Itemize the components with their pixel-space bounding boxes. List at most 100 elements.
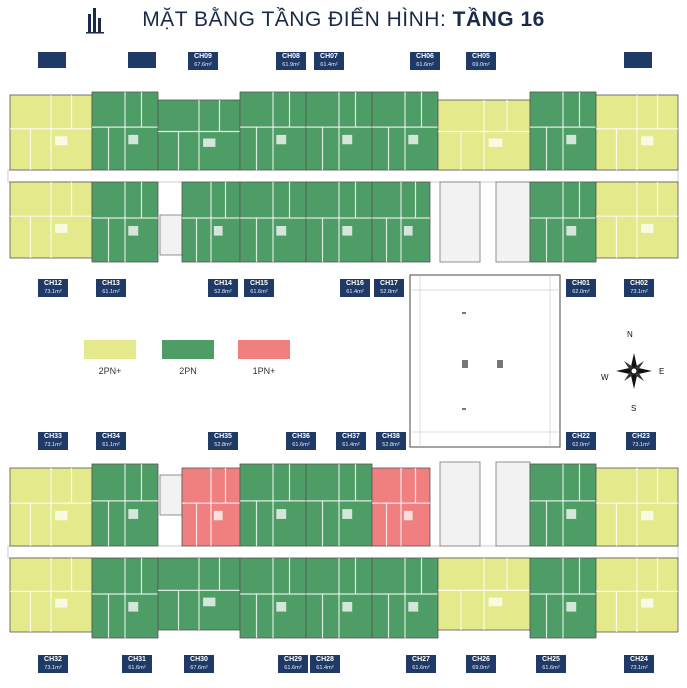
unit-ch30 <box>157 557 241 631</box>
apartment-units <box>9 91 679 639</box>
unit-label-ch34: CH34 61.1m² <box>96 432 126 450</box>
fixture <box>55 510 68 521</box>
unit-code: CH28 <box>316 656 334 663</box>
unit-area: 61.6m² <box>284 665 302 671</box>
unit-label-ch23: CH23 73.1m² <box>626 432 656 450</box>
title-main: MẶT BẰNG TẦNG ĐIỂN HÌNH: <box>142 8 447 31</box>
unit-label-ch33: CH33 73.1m² <box>38 432 68 450</box>
unit-ch31 <box>91 557 159 639</box>
unit-code: CH23 <box>632 433 650 440</box>
compass-rose-icon: N S E W <box>601 330 664 413</box>
unit-area: 73.1m² <box>44 442 62 448</box>
fixture <box>128 134 139 145</box>
central-courtyard <box>409 274 561 448</box>
fixture <box>342 602 353 612</box>
unit-area: 67.6m² <box>190 665 208 671</box>
unit-ch12 <box>9 181 93 259</box>
unit-area: 61.9m² <box>282 62 300 68</box>
unit-ch09 <box>157 99 241 171</box>
unit-ch27 <box>371 557 439 639</box>
unit-ch17 <box>371 181 431 263</box>
fixture <box>213 510 223 521</box>
fixture <box>641 598 654 608</box>
unit-code: CH37 <box>342 433 360 440</box>
unit-ch05 <box>437 99 531 171</box>
fixture <box>403 226 413 236</box>
unit-ch22 <box>529 463 597 547</box>
unit-area: 52.8m² <box>214 442 232 448</box>
unit-area: 73.1m² <box>630 665 648 671</box>
unit-code: CH12 <box>44 280 62 287</box>
fixture <box>566 602 577 612</box>
unit-ch01a <box>529 91 597 171</box>
legend-label-1pn-plus: 1PN+ <box>252 366 276 376</box>
fixture <box>342 134 353 145</box>
legend-swatch-1pn-plus <box>238 340 290 359</box>
unit-area: 61.6m² <box>542 665 560 671</box>
courtyard-markers <box>462 312 503 410</box>
unit-area: 67.6m² <box>194 62 212 68</box>
unit-ch12a <box>9 94 93 171</box>
fixture <box>488 138 503 147</box>
unit-ch16 <box>305 181 373 263</box>
unit-ch33 <box>9 467 93 547</box>
building-logo-icon <box>86 8 104 34</box>
fixture <box>213 226 223 236</box>
unit-code: CH36 <box>292 433 310 440</box>
unit-area: 62.0m² <box>572 442 590 448</box>
fixture <box>128 602 139 612</box>
fixture <box>276 509 287 519</box>
fixture <box>203 597 216 607</box>
corridor-top <box>7 169 679 183</box>
elevator-core-bottom <box>495 461 531 547</box>
window-tag-2 <box>624 52 652 68</box>
window-tag-0 <box>38 52 66 68</box>
unit-area: 61.1m² <box>102 442 120 448</box>
fixture <box>641 136 654 146</box>
unit-code: CH01 <box>572 280 590 287</box>
unit-area: 61.4m² <box>346 289 364 295</box>
elevator-core-top <box>495 181 531 263</box>
unit-area: 73.1m² <box>630 289 648 295</box>
unit-area: 52.8m² <box>380 289 398 295</box>
unit-ch28 <box>305 557 373 639</box>
unit-code: CH14 <box>214 280 232 287</box>
unit-ch06 <box>371 91 439 171</box>
legend-swatch-2pn-plus <box>84 340 136 359</box>
unit-code: CH07 <box>320 53 338 60</box>
unit-code: CH35 <box>214 433 232 440</box>
fixture <box>128 509 139 519</box>
unit-ch38 <box>371 467 431 547</box>
compass-e: E <box>659 367 664 376</box>
unit-area: 61.4m² <box>320 62 338 68</box>
unit-area: 61.6m² <box>250 289 268 295</box>
fixture <box>55 598 68 608</box>
compass-w: W <box>601 373 609 382</box>
unit-label-ch35: CH35 52.8m² <box>208 432 238 450</box>
unit-ch01 <box>529 181 597 263</box>
unit-area: 73.1m² <box>632 442 650 448</box>
unit-code: CH26 <box>472 656 490 663</box>
top-window-tags <box>38 52 652 68</box>
unit-code: CH34 <box>102 433 120 440</box>
stair-core-top <box>439 181 481 263</box>
unit-code: CH33 <box>44 433 62 440</box>
unit-ch36 <box>239 463 307 547</box>
unit-ch24 <box>595 557 679 633</box>
title-floor: TẦNG 16 <box>452 8 545 31</box>
legend-label-2pn: 2PN <box>179 366 197 376</box>
unit-ch35 <box>181 467 241 547</box>
